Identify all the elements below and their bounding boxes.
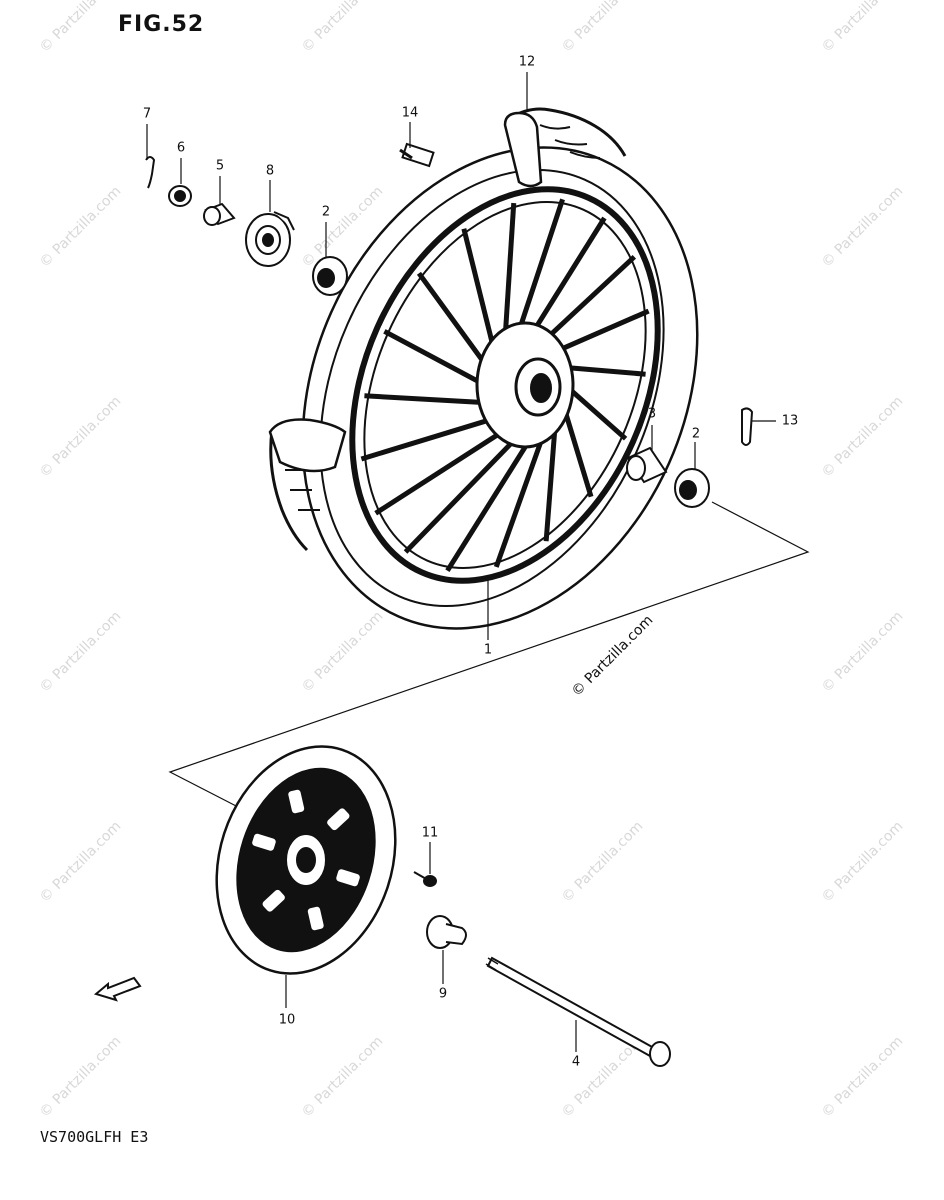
assembly-guide-lines <box>168 501 810 809</box>
wheel-spoke <box>543 254 637 342</box>
tire-inner-edge <box>319 169 665 607</box>
callout-3: 3 <box>647 406 657 422</box>
wheel-spoke <box>502 202 517 341</box>
callout-14: 14 <box>401 105 419 121</box>
brake-disc-part <box>215 745 397 975</box>
wheel-spoke <box>383 329 487 388</box>
forward-direction-arrow <box>93 976 142 1002</box>
wheel-spoke <box>515 198 565 335</box>
wheel-spoke <box>445 434 535 572</box>
rim-outer <box>349 186 661 584</box>
bearing-part-left <box>312 256 348 296</box>
callout-4: 4 <box>571 1054 581 1070</box>
spacer-part <box>626 446 668 484</box>
callout-8: 8 <box>265 163 275 179</box>
wheel-spoke <box>493 429 548 568</box>
wheel-spokes <box>360 198 650 572</box>
callout-7: 7 <box>142 106 152 122</box>
tire-tread <box>269 107 627 552</box>
wheel-spoke <box>560 402 594 498</box>
callout-13: 13 <box>781 413 799 429</box>
disc-bolt-part <box>413 871 437 887</box>
front-axle-part <box>485 956 671 1067</box>
callout-9: 9 <box>438 986 448 1002</box>
model-code: VS700GLFH E3 <box>40 1128 149 1146</box>
cotter-pin-part <box>145 156 156 189</box>
callout-2-left: 2 <box>321 204 331 220</box>
wheel-assembly <box>268 107 699 630</box>
wheel-spoke <box>364 393 488 406</box>
spacer-collar-part <box>203 202 236 226</box>
disc-cutout <box>250 832 278 853</box>
wheel-spoke <box>374 427 507 516</box>
wheel-spoke <box>360 416 496 462</box>
balance-weight-part <box>399 142 435 168</box>
figure-title: FIG.52 <box>118 12 205 37</box>
axle-holder-part <box>426 915 467 949</box>
hub-bore <box>530 373 552 403</box>
callout-11: 11 <box>421 825 439 841</box>
wheel-spoke <box>403 434 520 554</box>
wheel-spoke <box>461 228 497 353</box>
disc-cutout <box>325 806 351 832</box>
disc-cutout <box>306 905 326 932</box>
callout-1: 1 <box>483 642 493 658</box>
tire-valve-part <box>741 407 776 446</box>
bearing-part-right <box>674 468 710 508</box>
wheel-spoke <box>416 271 490 369</box>
disc-cutout <box>261 888 287 914</box>
wheel-spoke <box>554 308 650 354</box>
wheel-spoke <box>543 418 559 542</box>
callout-6: 6 <box>176 140 186 156</box>
callout-2-right: 2 <box>691 426 701 442</box>
gearbox-part <box>245 211 295 267</box>
callout-5: 5 <box>215 158 225 174</box>
wheel-spoke <box>563 383 628 441</box>
wheel-spoke <box>562 364 646 377</box>
disc-cutout <box>334 867 362 888</box>
tire-section-left <box>268 418 347 473</box>
callout-10: 10 <box>278 1012 296 1028</box>
callout-12: 12 <box>518 54 536 70</box>
disc-cutout <box>286 788 306 815</box>
axle-nut-part <box>168 185 192 207</box>
tire-section-top <box>503 111 543 188</box>
wheel-spoke <box>529 216 607 336</box>
